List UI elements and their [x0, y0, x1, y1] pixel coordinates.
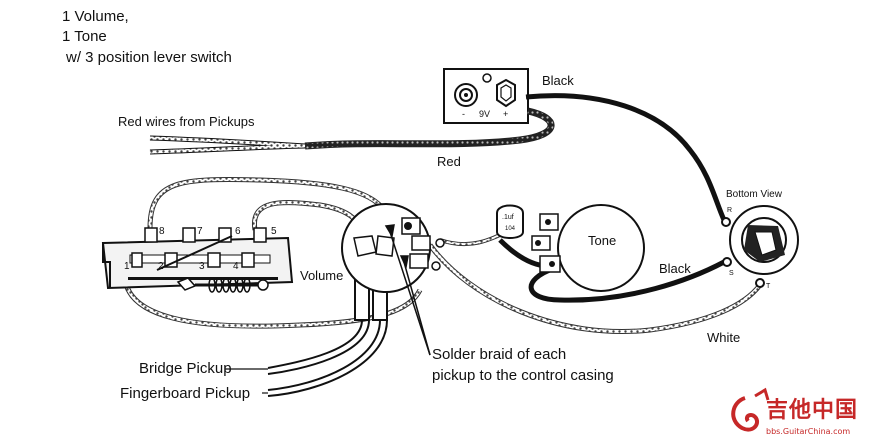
volume-pot [341, 203, 445, 293]
fingerboard-pickup-label: Fingerboard Pickup [120, 385, 251, 402]
volume-pot-label: Volume [300, 268, 344, 283]
red-wire-label: Red [437, 154, 461, 169]
switch-lug-2: 2 [158, 261, 164, 272]
battery-box [443, 68, 529, 124]
switch-lug-6: 6 [235, 226, 241, 237]
white-wire-label: White [707, 330, 741, 345]
lever-switch [101, 227, 294, 293]
black-wire-battery-to-jack [525, 93, 727, 222]
tone-pot-label: Tone [588, 233, 617, 248]
watermark-url: bbs.GuitarChina.com [766, 427, 851, 436]
switch-lug-7: 7 [197, 226, 203, 237]
black-wire-top-label: Black [542, 73, 574, 88]
header-line-1: 1 Volume, [62, 8, 129, 25]
capacitor-value-label: .1uf [502, 214, 514, 221]
jack-r-label: R [727, 207, 733, 214]
solder-callout-arrows [384, 224, 431, 356]
bridge-pickup-label: Bridge Pickup [139, 360, 232, 377]
jack-t-label: T [766, 283, 771, 290]
switch-lug-4: 4 [233, 261, 239, 272]
watermark-logo [731, 387, 770, 432]
jack-bottom-view-label: Bottom View [726, 189, 782, 200]
red-wires-from-pickups-label: Red wires from Pickups [118, 114, 255, 129]
switch-lug-5: 5 [271, 226, 277, 237]
jack-s-label: S [729, 270, 734, 277]
black-wire-mid-label: Black [659, 261, 691, 276]
capacitor-code-label: 104 [505, 226, 516, 232]
black-wire-tone-to-jack [528, 259, 726, 303]
output-jack [721, 205, 799, 288]
solder-callout-line-1: Solder braid of each [432, 346, 567, 363]
header-line-3: w/ 3 position lever switch [66, 49, 232, 66]
switch-lug-1: 1 [124, 261, 130, 272]
capacitor [496, 204, 524, 239]
battery-minus-label: - [462, 109, 465, 119]
switch-lug-3: 3 [199, 261, 205, 272]
watermark-name: 吉他中国 [766, 398, 859, 423]
tone-pot [531, 204, 645, 292]
solder-callout-line-2: pickup to the control casing [432, 367, 614, 384]
battery-voltage-label: 9V [479, 109, 491, 119]
battery-plus-label: + [503, 109, 509, 119]
header-line-2: 1 Tone [62, 28, 107, 45]
switch-lug-8: 8 [159, 226, 165, 237]
